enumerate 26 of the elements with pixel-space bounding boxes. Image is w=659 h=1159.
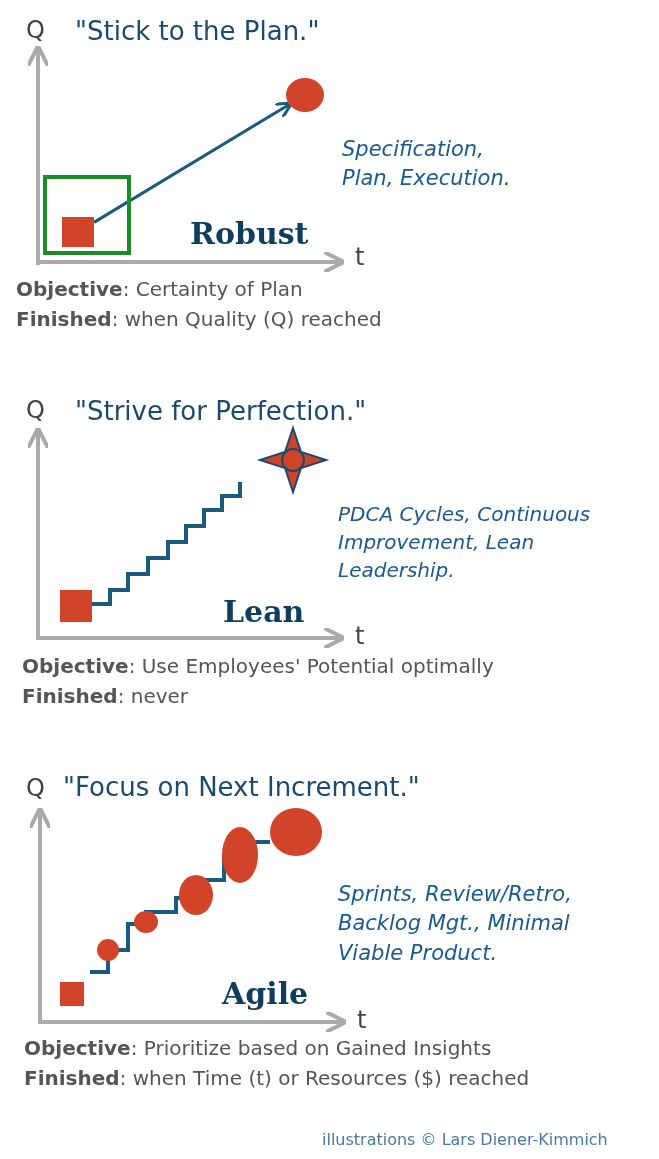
finished-text: Finished: when Quality (Q) reached [16,307,382,331]
method-name: Agile [222,976,309,1012]
axis-label: Q [26,16,45,45]
practice-list: Specification, Plan, Execution. [342,135,532,194]
credit-text: illustrations © Lars Diener-Kimmich [322,1130,608,1150]
slogan-title: "Strive for Perfection." [75,396,367,428]
practice-list: Sprints, Review/Retro, Backlog Mgt., Minimal Viable Product. [338,880,628,969]
axis-label: Q [26,774,45,803]
slogan-title: "Stick to the Plan." [75,16,320,48]
arrow [93,101,294,224]
square-marker [62,217,94,247]
axis-label: t [355,622,365,651]
circle-marker [286,78,324,112]
objective-text: Objective: Prioritize based on Gained Insights [24,1036,492,1060]
axis-label: t [357,1006,367,1035]
method-name: Robust [190,216,309,252]
slogan-title: "Focus on Next Increment." [63,772,420,804]
finished-text: Finished: when Time (t) or Resources ($) reached [24,1066,530,1090]
objective-text: Objective: Certainty of Plan [16,277,303,301]
practice-list: PDCA Cycles, Continuous Improvement, Lean Leadership. [338,500,643,584]
axis-label: t [355,243,365,272]
finished-text: Finished: never [22,684,189,708]
method-name: Lean [223,594,305,630]
axis-label: Q [26,396,45,425]
frame-box [43,175,131,255]
objective-text: Objective: Use Employees' Potential optimally [22,654,494,678]
